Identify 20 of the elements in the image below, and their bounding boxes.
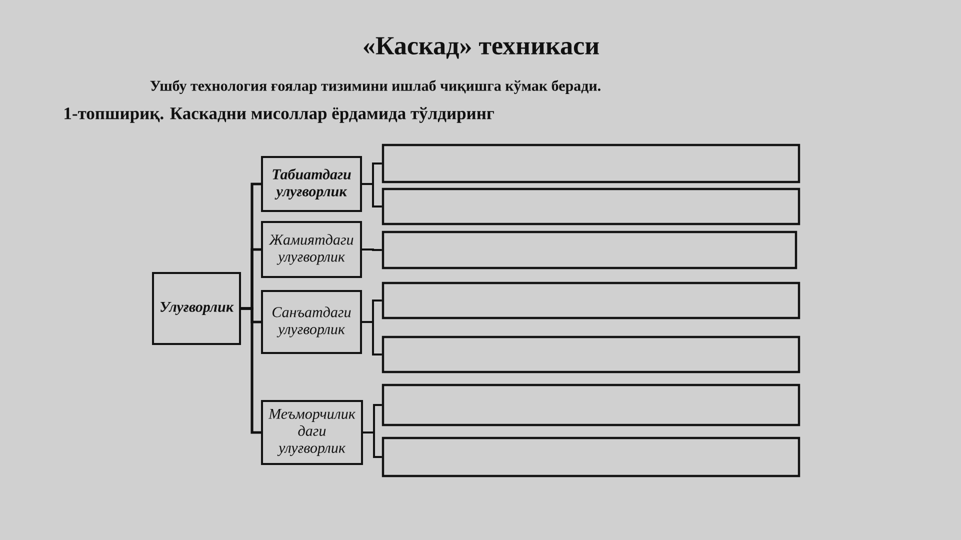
concept-box: Санъатдаги улуғворлик xyxy=(261,290,362,354)
connector-line xyxy=(241,307,261,434)
connector-line xyxy=(362,183,382,208)
answer-box xyxy=(382,144,800,184)
concept-box: Меъморчилик даги улуғворлик xyxy=(261,400,363,465)
answer-box xyxy=(382,230,798,270)
connector-line xyxy=(363,432,382,458)
answer-box xyxy=(382,436,800,478)
connector-line xyxy=(362,248,382,251)
answer-box xyxy=(382,188,800,226)
concept-box: Табиатдаги улуғворлик xyxy=(261,156,362,212)
task-heading: 1-топшириқ. Каскадни мисоллар ёрдамида тўлдиринг xyxy=(64,107,494,123)
concept-box: Жамиятдаги улуғворлик xyxy=(261,221,362,278)
title: «Каскад» техникаси xyxy=(364,37,599,59)
answer-box xyxy=(382,336,800,374)
intro-text: Ушбу технология ғоялар тизимини ишлаб чиқишга кўмак беради. xyxy=(150,80,600,94)
connector-line xyxy=(362,321,382,356)
answer-box xyxy=(382,282,800,320)
answer-box xyxy=(382,384,800,426)
concept-box: Улуғворлик xyxy=(152,272,241,345)
